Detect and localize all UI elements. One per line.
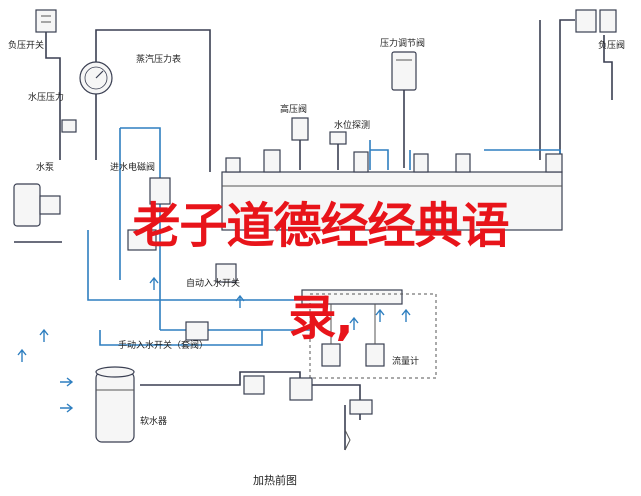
steam-gauge-icon xyxy=(79,61,113,95)
negative-pressure-valve-icon xyxy=(575,9,617,33)
label-water-probe: 水位探测 xyxy=(334,119,370,131)
overlay-text-line-2: 录, xyxy=(288,290,353,346)
label-pressure-regulator: 压力调节阀 xyxy=(380,37,425,49)
label-softener: 软水器 xyxy=(140,415,167,427)
diagram-title: 加热前图 xyxy=(253,473,297,487)
label-negative-pressure-valve: 负压阀 xyxy=(598,39,625,51)
label-auto-switch: 自动入水开关 xyxy=(186,277,240,289)
overlay-text-line-1: 老子道德经经典语 xyxy=(132,198,509,254)
heater-vessel xyxy=(221,171,563,231)
label-steam-gauge: 蒸汽压力表 xyxy=(136,53,181,65)
pressure-switch-icon xyxy=(35,9,57,33)
diagram-labels: 负压开关 蒸汽压力表 水压压力 高压阀 水位探测 压力调节阀 负压阀 水泵 进水… xyxy=(8,37,625,487)
flow-meter-box xyxy=(309,293,437,379)
label-flow-meter: 流量计 xyxy=(392,355,419,367)
label-manual-switch: 手动入水开关（套阀） xyxy=(118,339,208,351)
pump-icon xyxy=(13,183,62,243)
water-gauge-icon xyxy=(61,119,77,133)
solenoid-valve-icon xyxy=(127,177,171,251)
label-pump: 水泵 xyxy=(36,161,54,173)
label-water-pressure: 水压压力 xyxy=(28,91,64,103)
softener-icon xyxy=(95,366,135,443)
safety-valve-icon xyxy=(291,117,309,141)
pressure-regulator-icon xyxy=(391,51,417,91)
label-safety-valve: 高压阀 xyxy=(280,103,307,115)
label-pressure-switch: 负压开关 xyxy=(8,39,44,51)
bottom-valve-icons xyxy=(243,375,373,415)
main-piping xyxy=(45,19,613,451)
water-probe-icon xyxy=(329,131,347,145)
flow-arrows xyxy=(17,276,411,413)
valve-cluster xyxy=(225,149,563,173)
label-solenoid-valve: 进水电磁阀 xyxy=(110,161,155,173)
switch-icons xyxy=(185,263,237,341)
